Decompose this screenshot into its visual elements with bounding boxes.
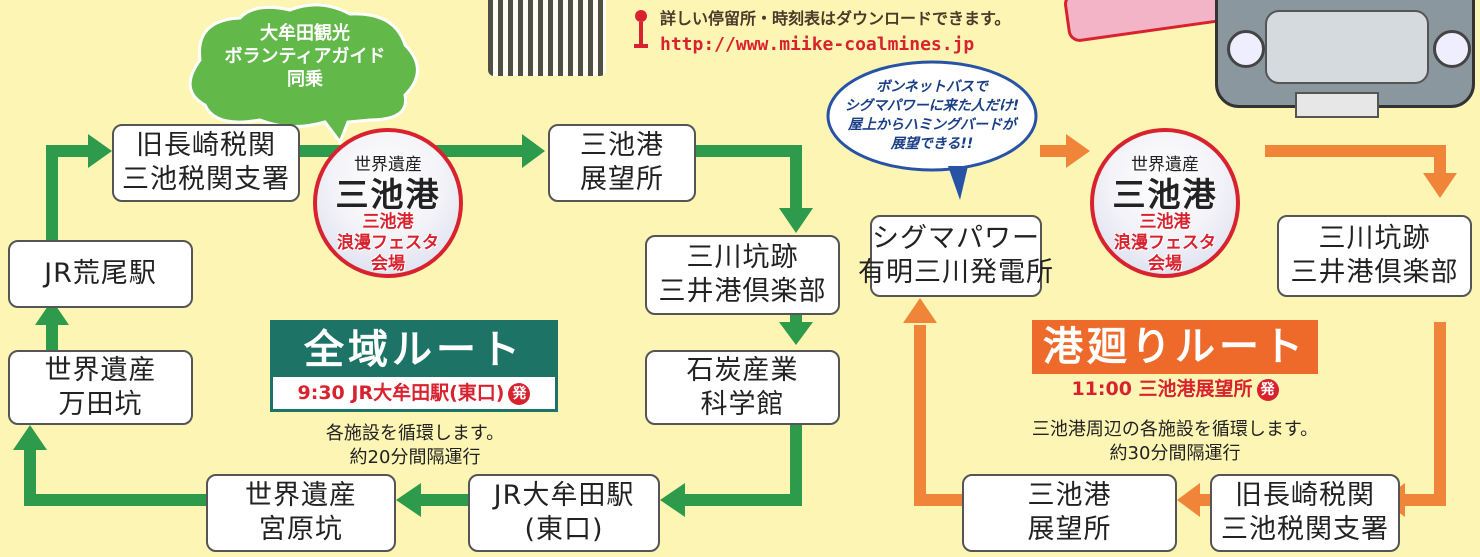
zeniki-departure: 9:30 JR大牟田駅(東口)発 (273, 377, 555, 409)
minato-title: 港廻りルート (1032, 320, 1318, 374)
website-url[interactable]: http://www.miike-coalmines.jp (660, 34, 975, 55)
guide-cloud-shape (188, 3, 419, 146)
stop-coal-museum[interactable]: 石炭産業 科学館 (645, 350, 840, 425)
stop-mikawa-pit-minato[interactable]: 三川坑跡 三井港倶楽部 (1277, 215, 1472, 297)
guide-line-1: 大牟田観光 (260, 23, 350, 44)
hub-port-name-r: 三池港 (1112, 175, 1218, 214)
bonnet-line-3: 屋上からハミングバードが (848, 117, 1016, 133)
stop-miyanohara-pit[interactable]: 世界遺産 宮原坑 (206, 474, 396, 552)
minato-note: 三池港周辺の各施設を循環します。 約30分間隔運行 (1031, 419, 1319, 464)
green-arrowheads (13, 134, 813, 517)
bus-stop-icon (634, 10, 648, 48)
bus-headlight-left (1227, 30, 1265, 68)
guide-line-2: ボランティアガイド (224, 46, 386, 67)
guide-line-3: 同乗 (287, 69, 323, 90)
zeniki-note: 各施設を循環します。 約20分間隔運行 (325, 423, 505, 468)
bus-grille (1265, 10, 1429, 84)
depart-badge-minato: 発 (1256, 378, 1279, 401)
minato-title-panel: 港廻りルート 11:00 三池港展望所発 (1032, 320, 1318, 408)
stop-miike-observatory-minato[interactable]: 三池港 展望所 (962, 474, 1177, 552)
hub-heritage-label-r: 世界遺産 (1131, 155, 1199, 175)
stop-jr-arao[interactable]: JR荒尾駅 (8, 240, 193, 308)
stop-mikawa-pit[interactable]: 三川坑跡 三井港倶楽部 (645, 235, 840, 315)
hub-heritage-label: 世界遺産 (354, 155, 422, 175)
guide-bubble-text: 大牟田観光 ボランティアガイド 同乗 (200, 22, 410, 91)
download-note: 詳しい停留所・時刻表はダウンロードできます。 (660, 9, 1011, 28)
bonnet-line-4: 展望できる!! (890, 136, 974, 152)
zeniki-title-panel: 全域ルート 9:30 JR大牟田駅(東口)発 (270, 320, 558, 412)
stop-sigma-power[interactable]: シグマパワー 有明三川発電所 (858, 215, 1053, 297)
hub-port-name: 三池港 (335, 175, 441, 214)
bonnet-bus-image (1062, 0, 1480, 130)
qr-code-image (488, 0, 606, 76)
stop-manda-pit[interactable]: 世界遺産 万田坑 (8, 350, 193, 425)
hub-event-label-r: 三池港 浪漫フェスタ 会場 (1114, 212, 1216, 274)
hub-miike-port-right[interactable]: 世界遺産 三池港 三池港 浪漫フェスタ 会場 (1090, 128, 1240, 278)
stop-nagasaki-customs[interactable]: 旧長崎税関 三池税関支署 (112, 124, 300, 202)
bonnet-bubble-text: ボンネットバスで シグマパワーに来た人だけ! 屋上からハミングバードが 展望でき… (832, 78, 1032, 154)
orange-route-path (914, 145, 1446, 506)
zeniki-title: 全域ルート (273, 323, 555, 377)
bus-headlight-right (1433, 30, 1471, 68)
minato-departure: 11:00 三池港展望所発 (1032, 374, 1318, 404)
hub-miike-port-left[interactable]: 世界遺産 三池港 三池港 浪漫フェスタ 会場 (313, 128, 463, 278)
depart-badge: 発 (508, 382, 531, 405)
stop-miike-observatory[interactable]: 三池港 展望所 (548, 124, 696, 202)
bus-plate (1295, 92, 1379, 118)
stop-jr-omuta[interactable]: JR大牟田駅 (東口) (468, 474, 660, 552)
bonnet-bubble-shape (826, 60, 1038, 200)
bonnet-line-1: ボンネットバスで (876, 79, 988, 95)
bonnet-line-2: シグマパワーに来た人だけ! (844, 98, 1020, 114)
hub-event-label: 三池港 浪漫フェスタ 会場 (337, 212, 439, 274)
stop-nagasaki-customs-minato[interactable]: 旧長崎税関 三池税関支署 (1210, 474, 1400, 552)
